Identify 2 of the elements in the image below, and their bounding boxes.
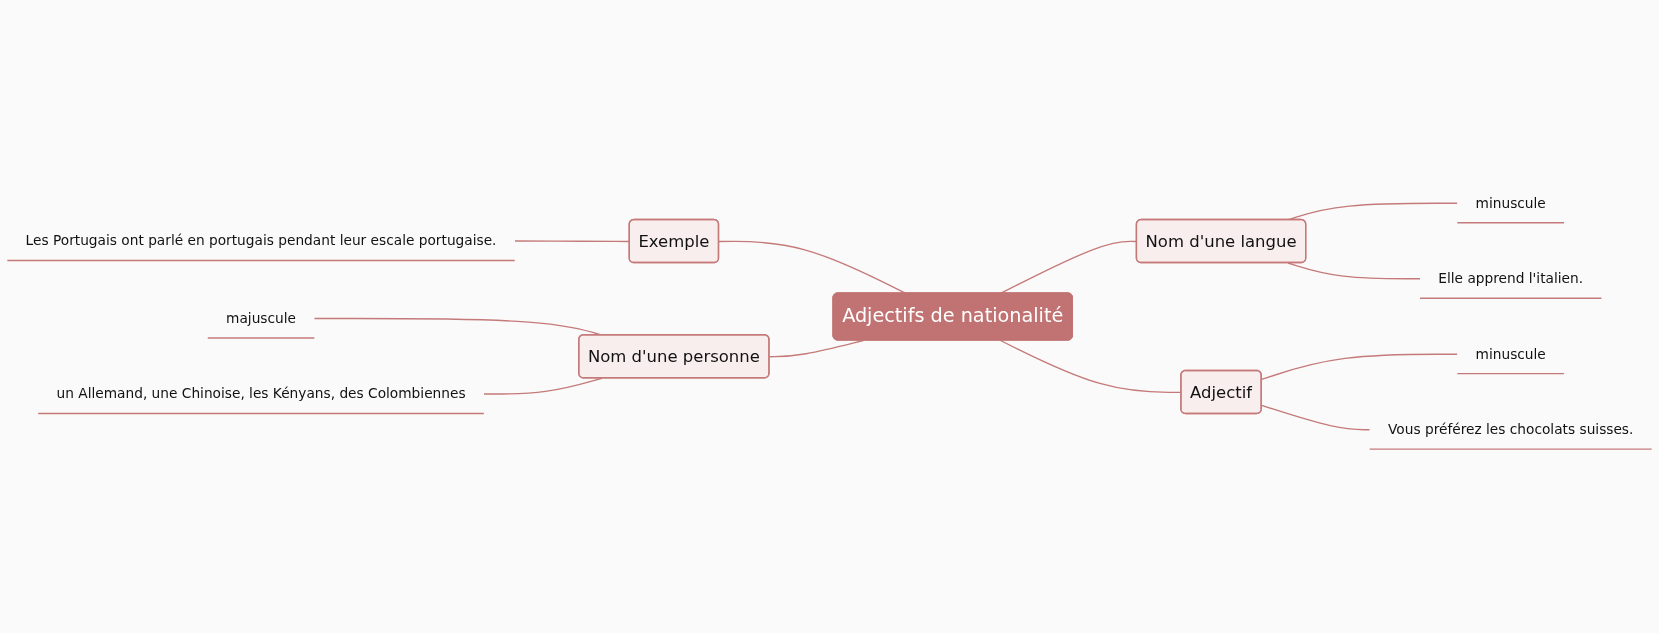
connector [483, 377, 603, 395]
connector [1287, 262, 1421, 280]
